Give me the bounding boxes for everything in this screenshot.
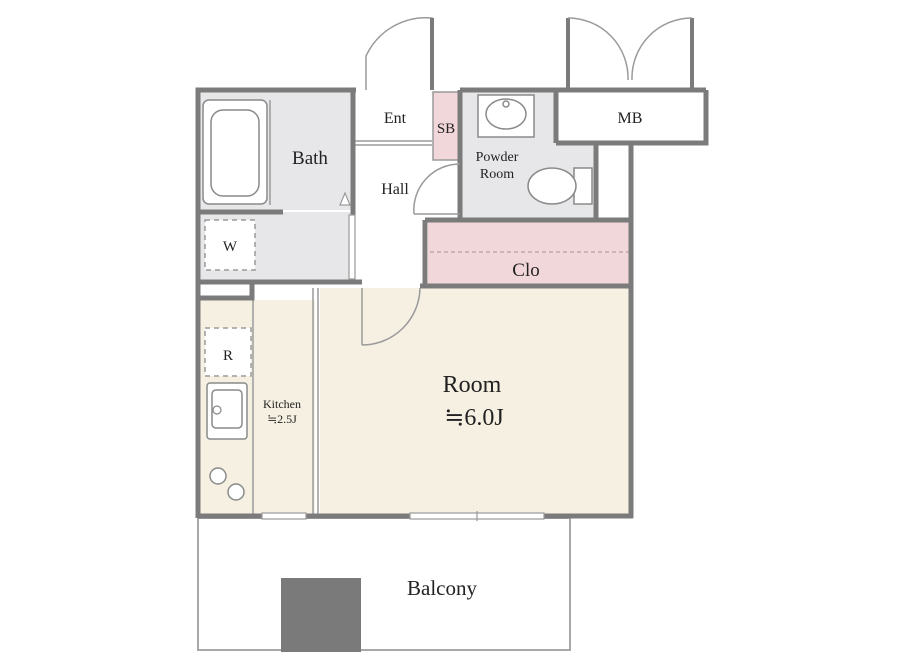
shoe-box-label: SB <box>437 121 455 137</box>
room-label: Room <box>443 372 502 398</box>
kitchen-area <box>198 300 315 516</box>
refrigerator-space <box>204 327 252 377</box>
bathtub-basin <box>210 109 260 197</box>
closet-label: Clo <box>512 260 539 281</box>
aircon-outdoor-unit <box>281 578 361 652</box>
stove-burner <box>209 467 227 485</box>
hall-label: Hall <box>381 181 409 198</box>
washer-space <box>204 219 256 271</box>
powder-room-label-line1: Powder <box>476 150 519 165</box>
entrance-hall-floor <box>355 92 430 282</box>
room-size-label: ≒6.0J <box>444 405 503 431</box>
windows <box>261 511 545 521</box>
washroom-area <box>198 212 353 280</box>
meter-box-label: MB <box>618 110 643 127</box>
kitchen-label: Kitchen <box>263 397 301 411</box>
powder-room-label-line2: Room <box>480 167 514 182</box>
entrance-label: Ent <box>384 110 407 127</box>
meter-box <box>556 92 704 141</box>
toilet <box>527 167 593 205</box>
bath-label: Bath <box>292 148 328 169</box>
balcony-area <box>197 517 571 652</box>
shoe-box <box>432 91 460 161</box>
main-room-floor <box>320 288 631 516</box>
bath-area <box>198 92 353 210</box>
kitchen-size-label: ≒2.5J <box>267 412 297 426</box>
refrigerator-label: R <box>223 348 233 364</box>
balcony-label: Balcony <box>407 576 477 600</box>
closet-area <box>428 222 631 285</box>
doors <box>339 16 694 346</box>
stove-burner <box>227 483 245 501</box>
washer-label: W <box>223 239 238 255</box>
